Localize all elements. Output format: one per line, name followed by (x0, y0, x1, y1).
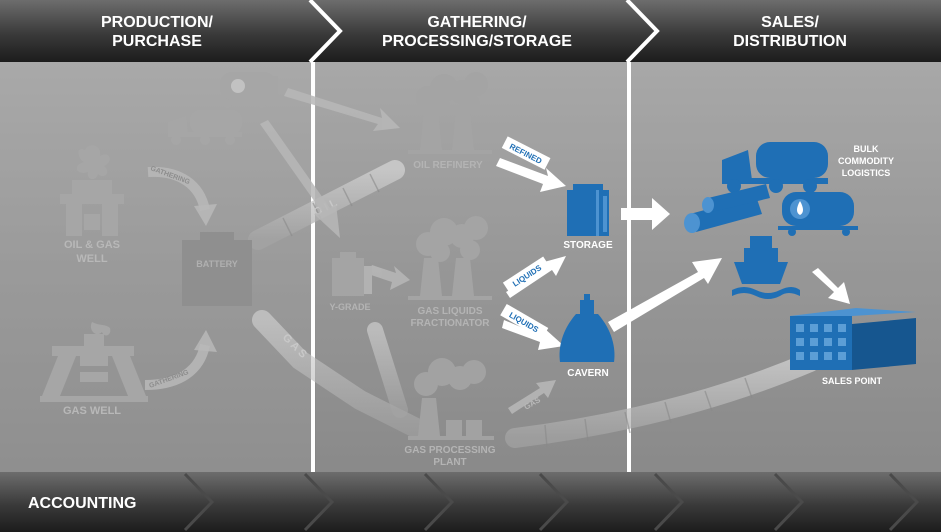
oil-refinery-icon (408, 72, 492, 154)
panel-production (0, 62, 313, 472)
gas-plant-label-line2: PLANT (433, 457, 466, 468)
arrow-truck-to-ygrade (260, 120, 340, 238)
stage-3-label-line1: SALES/ (761, 14, 819, 31)
rail-tank-car-icon (778, 192, 858, 236)
sales-point-building-icon (790, 308, 916, 370)
battery-label: BATTERY (196, 259, 238, 269)
bulk-label-line1: BULK (854, 144, 879, 154)
bulk-tanker-truck-icon (722, 142, 828, 193)
cavern-label: CAVERN (567, 368, 608, 379)
gas-well-icon (40, 322, 148, 402)
arrow-storage-to-distribution (621, 198, 670, 230)
tanker-trailer-icon (220, 72, 278, 108)
arrow-fractionator-to-cavern (502, 320, 564, 350)
arrow-ygrade-to-frac (368, 265, 410, 290)
stage-2-label-line2: PROCESSING/STORAGE (382, 33, 572, 50)
y-grade-tank-icon (332, 252, 372, 296)
gas-well-label: GAS WELL (63, 405, 121, 417)
accounting-label: ACCOUNTING (28, 495, 136, 512)
stage-1-label-line1: PRODUCTION/ (101, 14, 214, 31)
gas-liquids-fractionator-icon (408, 216, 492, 300)
storage-label: STORAGE (563, 240, 613, 251)
y-grade-label: Y-GRADE (329, 302, 370, 312)
pipeline-sales-gas (505, 352, 820, 448)
oil-gas-well-label-line1: OIL & GAS (64, 239, 120, 251)
white-flow-arrows (496, 158, 850, 350)
stage-2-label-line1: GATHERING/ (427, 14, 527, 31)
stage-3-label-line2: DISTRIBUTION (733, 33, 847, 50)
gas-processing-plant-icon (408, 358, 494, 440)
stage-1-label-line2: PURCHASE (112, 33, 202, 50)
bulk-label-line2: COMMODITY (838, 156, 894, 166)
arrow-logistics-to-sales-point (812, 268, 850, 304)
header-chevron-1 (308, 0, 343, 64)
arrow-cavern-to-distribution (608, 258, 722, 332)
accounting-chevrons (183, 472, 920, 532)
stage-header-band: PRODUCTION/ PURCHASE GATHERING/ PROCESSI… (0, 0, 941, 64)
fractionator-label-line1: GAS LIQUIDS (417, 306, 482, 317)
oil-gas-well-icon (60, 145, 124, 236)
oil-gas-well-label-line2: WELL (76, 253, 107, 265)
arrow-plant-to-cavern (508, 380, 556, 414)
header-chevron-2 (625, 0, 660, 64)
arrow-truck-to-refinery (284, 88, 400, 131)
fractionator-label-line2: FRACTIONATOR (410, 318, 490, 329)
battery-icon (182, 232, 252, 306)
accounting-band: ACCOUNTING (0, 472, 941, 532)
tanker-truck-icon (168, 110, 242, 145)
sales-point-label: SALES POINT (822, 376, 883, 386)
pipeline-liquids (367, 322, 408, 418)
storage-tank-icon (567, 184, 609, 236)
oil-refinery-label: OIL REFINERY (413, 160, 483, 171)
cavern-icon (559, 294, 615, 362)
pipe-bundle-icon (684, 184, 770, 233)
bulk-label-line3: LOGISTICS (842, 168, 891, 178)
arrow-fractionator-to-storage (506, 256, 566, 298)
ghost-arrows (260, 88, 556, 414)
gas-plant-label-line1: GAS PROCESSING (404, 445, 495, 456)
cargo-ship-icon (732, 236, 800, 299)
arrow-refinery-to-storage (496, 158, 566, 192)
